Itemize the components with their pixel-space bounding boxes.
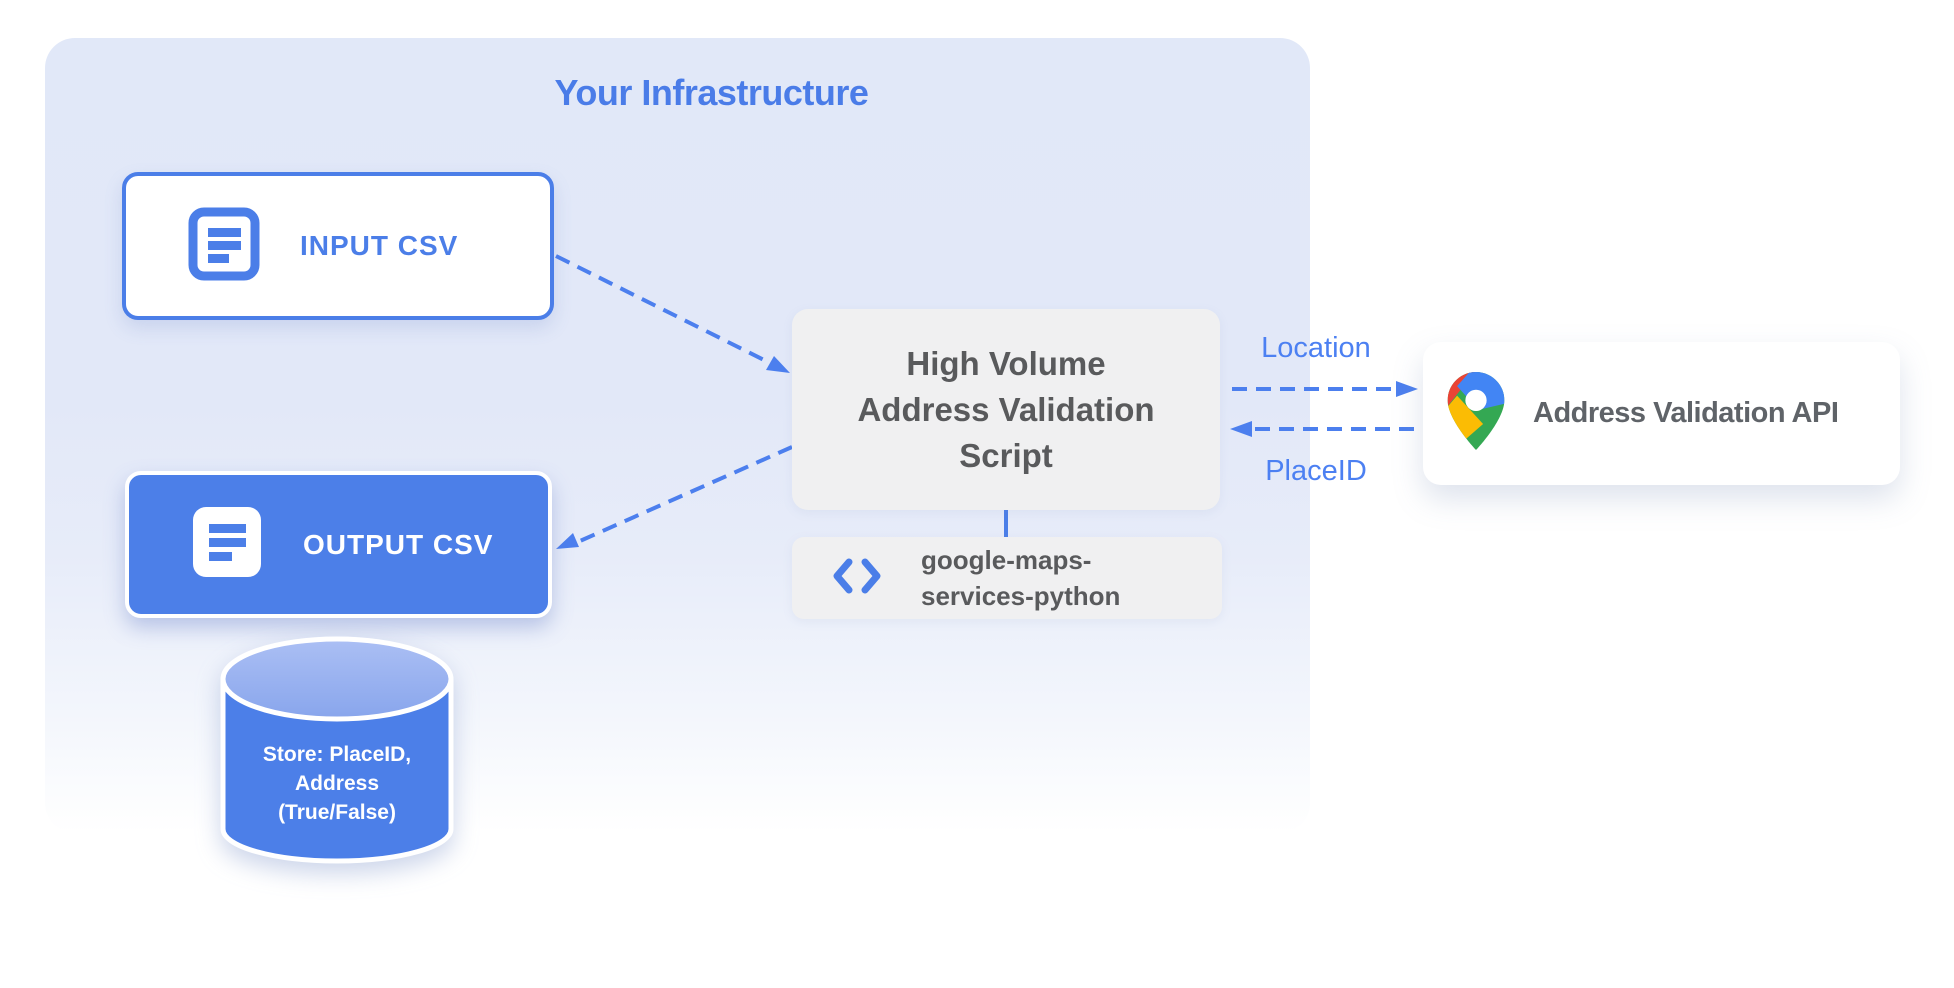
library-label: google-maps- services-python — [921, 545, 1121, 611]
output-csv-label: OUTPUT CSV — [303, 528, 494, 560]
document-icon — [191, 505, 263, 584]
infrastructure-title: Your Infrastructure — [554, 72, 869, 113]
validation-script-node: High Volume Address Validation Script — [792, 309, 1220, 510]
address-validation-api-node: Address Validation API — [1423, 342, 1900, 485]
google-maps-pin-icon — [1447, 372, 1505, 455]
library-node: google-maps- services-python — [792, 537, 1222, 619]
placeid-edge-label: PlaceID — [1265, 455, 1367, 487]
validation-script-label: High Volume Address Validation Script — [857, 344, 1155, 474]
output-csv-node: OUTPUT CSV — [125, 471, 552, 618]
input-csv-node: INPUT CSV — [122, 172, 554, 320]
address-validation-api-label: Address Validation API — [1533, 397, 1839, 429]
datastore-label: Store: PlaceID, Address (True/False) — [262, 743, 412, 824]
database-cylinder-icon — [220, 636, 454, 864]
code-icon — [833, 558, 881, 599]
input-csv-label: INPUT CSV — [300, 230, 459, 261]
location-edge-label: Location — [1261, 332, 1371, 364]
document-icon — [188, 207, 260, 286]
